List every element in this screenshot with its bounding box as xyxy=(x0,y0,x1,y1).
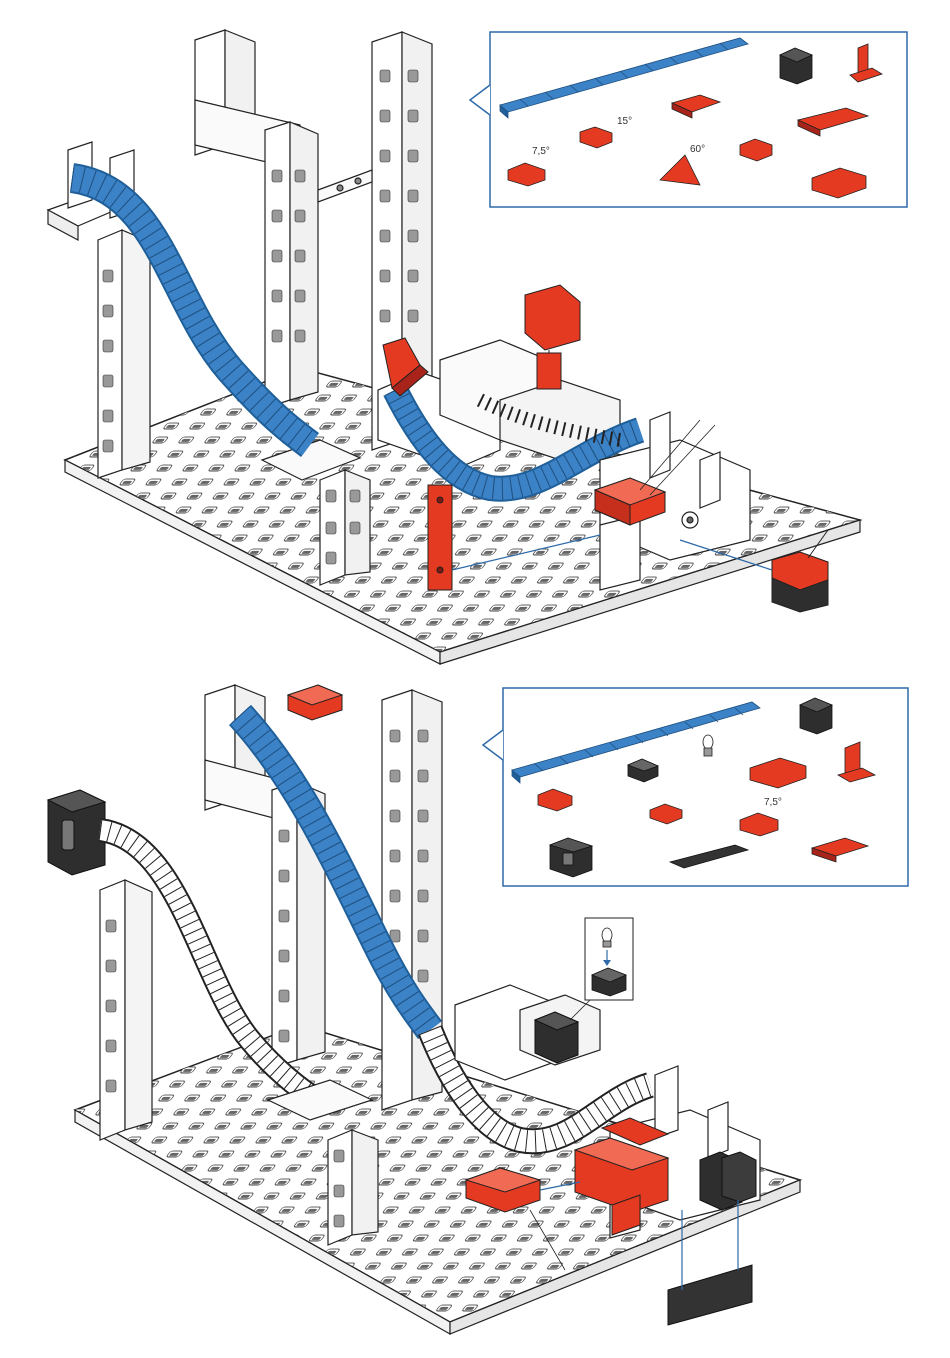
angle-label: 15° xyxy=(617,116,632,127)
lamp-housing-icon xyxy=(48,790,105,875)
black-block-icon xyxy=(800,698,832,734)
angle-label: 7,5° xyxy=(764,797,782,808)
angle-label: 7,5° xyxy=(532,146,550,157)
black-block-icon xyxy=(780,48,812,84)
lamp-housing-icon xyxy=(550,838,592,877)
left-tower xyxy=(100,880,152,1140)
angle-label: 60° xyxy=(690,144,705,155)
step-1-assembly: 7,5° 15° 60° xyxy=(48,30,907,664)
light-bulb-icon xyxy=(703,735,713,756)
red-block-icon xyxy=(288,685,342,720)
step-2-assembly: 7,5° xyxy=(48,685,908,1334)
lamp-socket-icon xyxy=(535,1012,578,1063)
parts-callout-2: 7,5° xyxy=(483,688,908,886)
light-bulb-icon xyxy=(602,928,612,947)
parts-callout-1: 7,5° 15° 60° xyxy=(470,32,907,207)
